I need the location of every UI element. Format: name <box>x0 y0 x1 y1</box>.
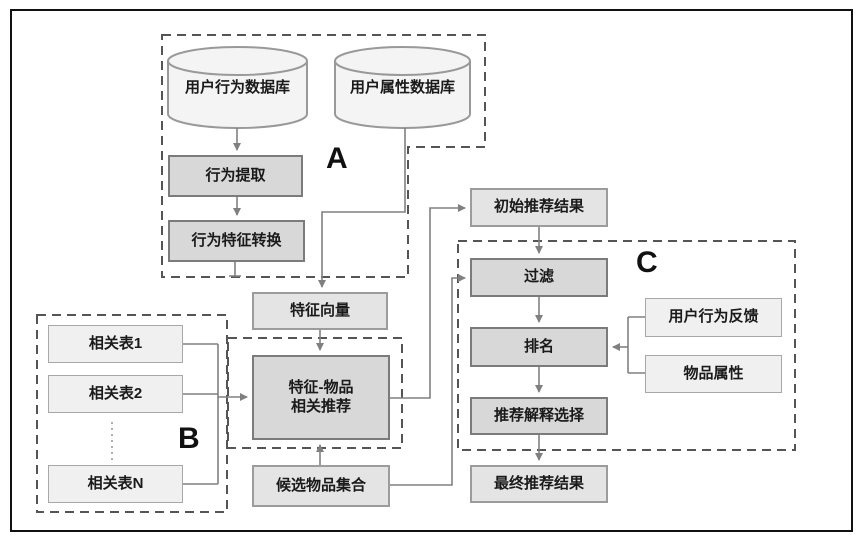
node-item-attributes: 物品属性 <box>645 355 782 393</box>
node-label: 特征向量 <box>289 301 350 319</box>
node-label: 相关表1 <box>88 334 143 352</box>
node-candidate-item-set: 候选物品集合 <box>252 465 390 507</box>
edge-rec-to-initialresult <box>390 204 466 399</box>
node-final-recommend-result: 最终推荐结果 <box>470 465 608 503</box>
node-label: 用户属性数据库 <box>349 78 455 96</box>
edge-attrdb-to-featurevector <box>318 128 406 288</box>
node-feature-item-recommend: 特征-物品 相关推荐 <box>252 355 390 440</box>
node-user-behavior-feedback: 用户行为反馈 <box>645 298 782 337</box>
group-b-outline <box>36 314 228 513</box>
feature-item-rec-outline <box>227 337 403 449</box>
node-label: 最终推荐结果 <box>493 474 584 492</box>
group-a-outline <box>161 34 486 278</box>
node-behavior-extract: 行为提取 <box>168 155 303 197</box>
node-label: 行为提取 <box>205 166 266 184</box>
node-recommend-explain-select: 推荐解释选择 <box>470 397 608 435</box>
node-label: 排名 <box>523 337 554 355</box>
node-user-attribute-database: 用户属性数据库 <box>335 68 470 104</box>
edge-convert-to-groupA-bottom <box>229 262 241 277</box>
node-label: 初始推荐结果 <box>493 198 584 216</box>
node-initial-recommend-result: 初始推荐结果 <box>470 188 608 227</box>
edge-candidates-to-filter <box>390 274 466 486</box>
node-label: 行为特征转换 <box>191 231 282 249</box>
user-attribute-database-cylinder <box>334 46 471 129</box>
node-ranking: 排名 <box>470 327 608 367</box>
node-label: 用户行为数据库 <box>184 78 290 96</box>
node-related-table-2: 相关表2 <box>48 375 183 413</box>
node-label: 物品属性 <box>683 364 744 382</box>
node-behavior-feature-convert: 行为特征转换 <box>168 220 305 262</box>
node-label-line2: 相关推荐 <box>290 397 351 415</box>
node-label: 相关表N <box>87 474 144 492</box>
node-feature-vector: 特征向量 <box>252 292 388 330</box>
group-a-label: A <box>326 142 349 175</box>
node-label: 相关表2 <box>88 384 143 402</box>
node-label: 用户行为反馈 <box>668 308 759 326</box>
node-label: 候选物品集合 <box>275 476 366 494</box>
node-user-behavior-database: 用户行为数据库 <box>168 68 307 104</box>
node-related-table-1: 相关表1 <box>48 325 183 363</box>
node-label: 过滤 <box>523 268 554 286</box>
node-label-line1: 特征-物品 <box>288 378 354 396</box>
group-c-outline <box>457 240 796 451</box>
node-related-table-n: 相关表N <box>48 465 183 503</box>
group-c-label: C <box>636 246 659 279</box>
group-b-label: B <box>178 422 201 455</box>
node-filter: 过滤 <box>470 258 608 297</box>
node-label: 推荐解释选择 <box>493 406 584 424</box>
